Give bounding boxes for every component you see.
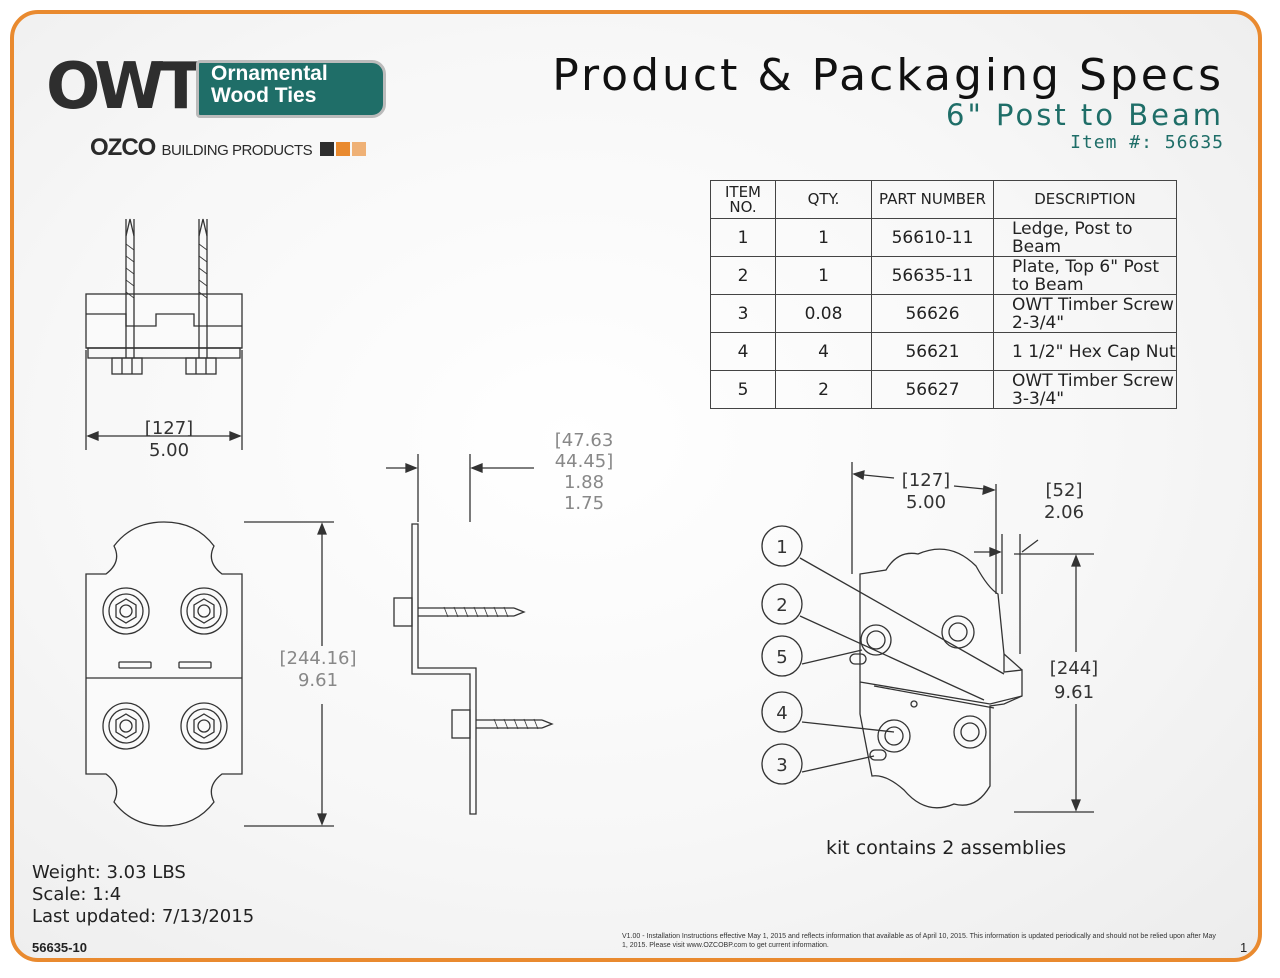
cell-item: 4: [710, 332, 776, 371]
bill-of-materials-table: ITEM NO. QTY. PART NUMBER DESCRIPTION 1 …: [710, 180, 1177, 409]
brand-square-orange: [336, 142, 351, 156]
cell-part: 56635-11: [871, 256, 994, 295]
disclaimer-note: V1.00 - Installation Instructions effect…: [622, 933, 1216, 949]
balloon-label: 3: [776, 755, 787, 776]
ozco-logo: OZCO BUILDING PRODUCTS: [90, 134, 367, 162]
ozco-tagline: BUILDING PRODUCTS: [161, 142, 313, 159]
side-offset-in-2: 1.75: [564, 493, 604, 514]
side-offset-mm-1: [47.63: [555, 430, 614, 451]
logo-line-1: Ornamental: [211, 62, 328, 85]
header-part-number: PART NUMBER: [871, 180, 994, 219]
scale-text: Scale: 1:4: [32, 884, 122, 905]
front-height-in: 9.61: [298, 670, 338, 691]
isometric-view-drawing: [761, 462, 1094, 813]
header-description: DESCRIPTION: [993, 180, 1177, 219]
table-header-row: ITEM NO. QTY. PART NUMBER DESCRIPTION: [710, 180, 1177, 219]
side-offset-in-1: 1.88: [564, 472, 604, 493]
weight-text: Weight: 3.03 LBS: [32, 862, 186, 883]
cell-desc: OWT Timber Screw 3-3/4": [993, 370, 1177, 409]
top-width-in: 5.00: [149, 440, 189, 461]
iso-width-mm: [127]: [902, 470, 950, 491]
cell-part: 56627: [871, 370, 994, 409]
technical-drawings: [127] 5.00 [47.63 44.45] 1.88 1.75 [244.…: [85, 218, 1098, 827]
iso-depth-mm: [52]: [1046, 480, 1083, 501]
cell-item: 2: [710, 256, 776, 295]
top-view-drawing: [85, 218, 243, 450]
cell-qty: 2: [775, 370, 872, 409]
product-metadata: Weight: 3.03 LBS Scale: 1:4 Last updated…: [32, 862, 254, 928]
cell-desc: OWT Timber Screw 2-3/4": [993, 294, 1177, 333]
table-row: 2 1 56635-11 Plate, Top 6" Post to Beam: [710, 256, 1177, 295]
cell-part: 56610-11: [871, 218, 994, 257]
brand-square-dark: [320, 142, 335, 156]
page-title: Product & Packaging Specs: [552, 50, 1224, 101]
front-bolt: [180, 702, 228, 750]
iso-height-in: 9.61: [1054, 682, 1094, 703]
owt-logo: OWT Ornamental Wood Ties: [46, 52, 391, 132]
front-bolt: [180, 587, 228, 635]
side-view-drawing: [386, 454, 554, 815]
balloon-label: 4: [776, 703, 787, 724]
table-row: 4 4 56621 1 1/2" Hex Cap Nut: [710, 332, 1177, 371]
side-offset-mm-2: 44.45]: [555, 451, 614, 472]
cell-desc: 1 1/2" Hex Cap Nut: [993, 332, 1177, 371]
iso-depth-in: 2.06: [1044, 502, 1084, 523]
logo-wordmark-box: Ornamental Wood Ties: [196, 60, 386, 118]
table-row: 3 0.08 56626 OWT Timber Screw 2-3/4": [710, 294, 1177, 333]
balloon-label: 2: [776, 595, 787, 616]
balloon-label: 1: [776, 537, 787, 558]
kit-caption: kit contains 2 assemblies: [826, 837, 1067, 859]
front-bolt: [102, 702, 150, 750]
cell-desc: Plate, Top 6" Post to Beam: [993, 256, 1177, 295]
document-number: 56635-10: [32, 940, 87, 955]
page-number: 1: [1240, 940, 1248, 955]
logo-mark: OWT: [46, 50, 203, 124]
item-number: Item #: 56635: [1070, 132, 1224, 153]
table-row: 5 2 56627 OWT Timber Screw 3-3/4": [710, 370, 1177, 409]
cell-qty: 0.08: [775, 294, 872, 333]
cell-part: 56626: [871, 294, 994, 333]
cell-desc: Ledge, Post to Beam: [993, 218, 1177, 257]
ozco-wordmark: OZCO: [90, 134, 156, 161]
front-bolt: [102, 587, 150, 635]
top-width-mm: [127]: [145, 418, 193, 439]
balloon-label: 5: [776, 647, 787, 668]
cell-qty: 1: [775, 256, 872, 295]
last-updated-text: Last updated: 7/13/2015: [32, 906, 255, 927]
product-name: 6" Post to Beam: [946, 98, 1224, 132]
table-row: 1 1 56610-11 Ledge, Post to Beam: [710, 218, 1177, 257]
front-view-drawing: [85, 521, 334, 827]
logo-line-2: Wood Ties: [211, 84, 317, 107]
iso-height-mm: [244]: [1050, 658, 1098, 679]
iso-width-in: 5.00: [906, 492, 946, 513]
cell-item: 5: [710, 370, 776, 409]
header-qty: QTY.: [775, 180, 872, 219]
cell-item: 1: [710, 218, 776, 257]
front-height-mm: [244.16]: [279, 648, 356, 669]
brand-square-light: [352, 142, 367, 156]
spec-sheet: OWT Ornamental Wood Ties OZCO BUILDING P…: [10, 10, 1262, 962]
